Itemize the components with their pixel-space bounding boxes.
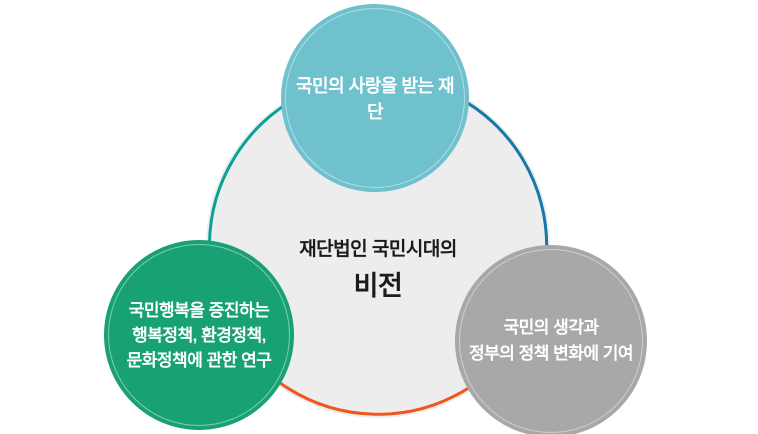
node-right-label: 국민의 생각과 정부의 정책 변화에 기여 bbox=[459, 315, 643, 367]
center-title-line-2: 비전 bbox=[353, 271, 403, 301]
node-top-label: 국민의 사랑을 받는 재단 bbox=[295, 76, 455, 122]
node-left-line-3: 문화정책에 관한 연구 bbox=[126, 350, 272, 370]
center-title: 재단법인 국민시대의 비전 bbox=[299, 234, 457, 303]
node-right-circle: 국민의 생각과 정부의 정책 변화에 기여 bbox=[455, 245, 647, 434]
center-title-line-1: 재단법인 국민시대의 bbox=[299, 239, 457, 260]
node-left-line-1: 국민행복을 증진하는 bbox=[128, 300, 270, 320]
node-top-circle: 국민의 사랑을 받는 재단 bbox=[281, 4, 469, 192]
node-right-line-2: 정부의 정책 변화에 기여 bbox=[468, 344, 634, 363]
node-left-label: 국민행복을 증진하는 행복정책, 환경정책, 문화정책에 관한 연구 bbox=[117, 298, 282, 373]
node-left-line-2: 행복정책, 환경정책, bbox=[132, 325, 266, 345]
node-left-circle: 국민행복을 증진하는 행복정책, 환경정책, 문화정책에 관한 연구 bbox=[104, 240, 294, 430]
node-right-line-1: 국민의 생각과 bbox=[503, 318, 599, 337]
